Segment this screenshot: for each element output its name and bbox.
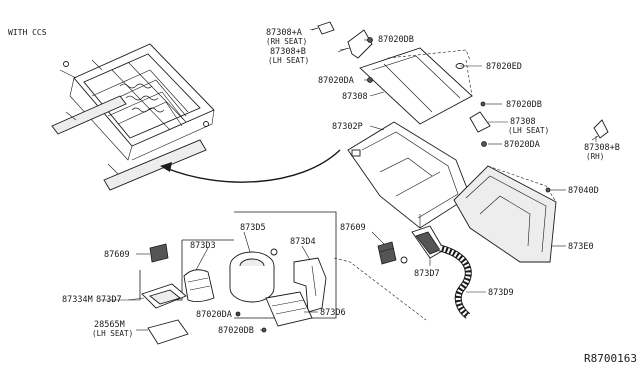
controller-873D6 (265, 291, 313, 327)
label-873E0: 873E0 (568, 242, 594, 252)
header-note: WITH CCS (8, 28, 47, 37)
label-rh: (RH) (586, 152, 604, 161)
label-87020ED: 87020ED (486, 62, 522, 72)
screw-87020DB-bottom (261, 327, 267, 333)
label-873D3: 873D3 (190, 241, 216, 251)
label-28565M: 28565M (94, 320, 125, 330)
label-87020DA-bottom: 87020DA (196, 310, 232, 320)
connector-873D7-right (400, 225, 445, 264)
connector-873D7-left (141, 283, 187, 309)
hose-873D9 (438, 244, 472, 319)
bracket-87308A (311, 21, 335, 35)
pad-28565M (147, 319, 189, 345)
clip-87020DA-mid (481, 141, 487, 147)
label-87020DB-right: 87020DB (506, 100, 542, 110)
label-873D7-right: 873D7 (414, 269, 440, 279)
label-873D4: 873D4 (290, 237, 316, 247)
duct-873D4 (293, 257, 327, 313)
cushion-87609-left (149, 243, 169, 263)
label-87308A: 87308+A (266, 28, 302, 38)
label-87020DA-mid: 87020DA (504, 140, 540, 150)
assembly-arrow (165, 149, 341, 183)
label-87302P: 87302P (332, 122, 363, 132)
label-87308-lh: 87308 (510, 117, 536, 127)
clip-87020DA-top (367, 77, 373, 83)
bracket-87308B (339, 29, 373, 59)
blower-873D5 (229, 248, 278, 303)
bracket-87308-lh (469, 111, 491, 133)
screw-87020DB-right (480, 101, 486, 107)
label-lh-seat: (LH SEAT) (268, 56, 309, 65)
label-87308B-rh: 87308+B (584, 143, 620, 153)
label-873D9: 873D9 (488, 288, 514, 298)
label-873D5: 873D5 (240, 223, 266, 233)
label-87308: 87308 (342, 92, 368, 102)
seat-frame-illustration (51, 43, 215, 191)
label-87020DB-bottom: 87020DB (218, 326, 254, 336)
label-87020DB-top: 87020DB (378, 35, 414, 45)
label-87609-left: 87609 (104, 250, 130, 260)
label-87334M: 87334M (62, 295, 93, 305)
label-873D6: 873D6 (320, 308, 346, 318)
screw-87040D (545, 187, 551, 193)
arrow-head (160, 162, 172, 172)
bracket-87308B-rh (591, 119, 609, 141)
seat-rail-left (51, 95, 127, 135)
seat-rail-right (103, 139, 207, 191)
label-87040D: 87040D (568, 186, 599, 196)
label-87020DA-top: 87020DA (318, 76, 354, 86)
label-rh-seat: (RH SEAT) (266, 37, 307, 46)
label-87308B: 87308+B (270, 47, 306, 57)
duct-873D3 (183, 269, 215, 303)
cover-87308 (359, 47, 473, 125)
label-lh-seat-3: (LH SEAT) (92, 329, 133, 338)
duct-87302P (347, 121, 471, 229)
cover-873E0 (453, 165, 557, 263)
label-87609-right: 87609 (340, 223, 366, 233)
seat-frame-inner (83, 53, 201, 139)
reference-code: R8700163 (584, 352, 637, 365)
label-lh-seat-2: (LH SEAT) (508, 126, 549, 135)
clip-87020DB-top (367, 37, 373, 43)
cushion-87609-right (377, 241, 397, 265)
label-873D7-left: 873D7 (96, 295, 122, 305)
